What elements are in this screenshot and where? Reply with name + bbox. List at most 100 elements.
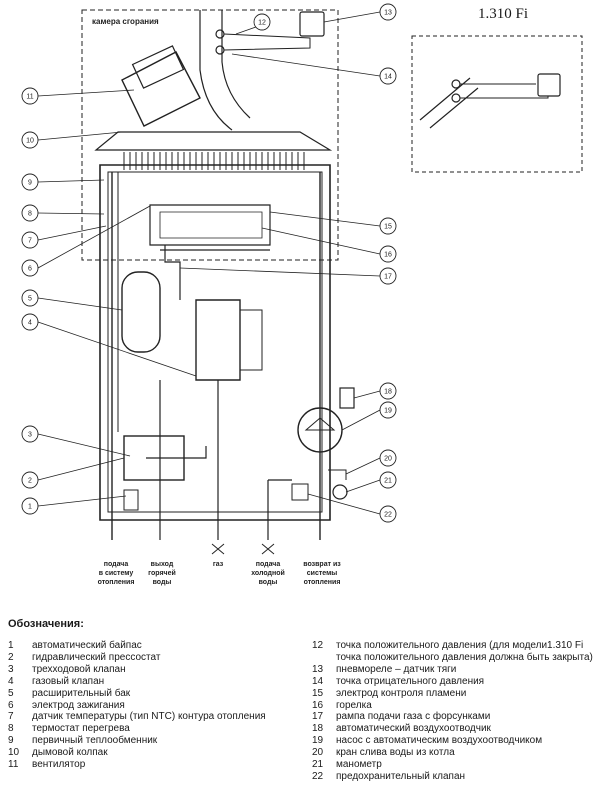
svg-text:холодной: холодной (251, 569, 285, 577)
callout-label: 16 (384, 252, 392, 259)
callout-20 (379, 449, 397, 467)
svg-text:подача: подача (104, 561, 129, 568)
air-pressure-switch (299, 11, 325, 37)
callout-11 (21, 87, 39, 105)
callout-21 (379, 471, 397, 489)
callout-label: 12 (258, 20, 266, 27)
callout-15 (379, 217, 397, 235)
svg-text:отопления: отопления (304, 579, 341, 586)
callout-16 (379, 245, 397, 263)
callout-18 (379, 382, 397, 400)
svg-text:воды: воды (259, 579, 278, 586)
callout-17 (379, 267, 397, 285)
callout-6 (21, 259, 39, 277)
callout-label: 10 (26, 138, 34, 145)
svg-text:газ: газ (213, 561, 224, 568)
drain-cock (328, 469, 347, 480)
callout-label: 9 (28, 180, 32, 187)
inset-detail (411, 35, 583, 173)
gas-valve (195, 299, 241, 381)
combustion-chamber-outline (81, 9, 339, 261)
boiler-schematic: 11 10 9 8 7 6 5 4 3 2 1 12 13 14 15 16 1… (21, 3, 583, 586)
callout-9 (21, 173, 39, 191)
callout-12 (253, 13, 271, 31)
expansion-tank (121, 271, 161, 353)
label-heating-return: возврат из системы отопления (303, 561, 341, 586)
callout-label: 22 (384, 512, 392, 519)
svg-text:в систему: в систему (99, 570, 134, 577)
model-label: 1.310 Fi (478, 6, 529, 22)
callout-1 (21, 497, 39, 515)
burner (149, 204, 271, 246)
callout-label: 3 (28, 432, 32, 439)
callout-label: 13 (384, 10, 392, 17)
legend-title: Обозначения: (8, 618, 84, 630)
label-hot-water-out: выход горячей воды (148, 561, 176, 586)
positive-pressure-point (215, 29, 225, 39)
legend-item: точка положительного давления должна быт… (336, 651, 593, 663)
svg-text:выход: выход (151, 561, 174, 568)
callout-label: 1 (28, 504, 32, 511)
callout-label: 2 (28, 478, 32, 485)
callout-8 (21, 204, 39, 222)
svg-text:системы: системы (307, 570, 337, 577)
callout-19 (379, 401, 397, 419)
callout-label: 5 (28, 296, 32, 303)
fan-unit (121, 45, 201, 127)
callout-14 (379, 67, 397, 85)
automatic-bypass (123, 489, 139, 511)
label-cold-water-in: подача холодной воды (251, 561, 285, 586)
callout-label: 14 (384, 74, 392, 81)
safety-valve (291, 483, 309, 501)
label-heating-supply: подача в систему отопления (98, 561, 135, 586)
callout-label: 4 (28, 320, 32, 327)
callout-3 (21, 425, 39, 443)
callout-label: 7 (28, 238, 32, 245)
svg-text:воды: воды (153, 579, 172, 586)
cold-water-pipe (267, 479, 292, 540)
automatic-air-vent (339, 387, 355, 409)
callout-label: 17 (384, 274, 392, 281)
callout-7 (21, 231, 39, 249)
callout-label: 18 (384, 389, 392, 396)
gas-ramp (160, 245, 270, 300)
callout-2 (21, 471, 39, 489)
manometer (332, 484, 348, 500)
boiler-casing (99, 164, 331, 521)
callout-label: 15 (384, 224, 392, 231)
primary-heat-exchanger (123, 152, 305, 170)
callout-label: 8 (28, 211, 32, 218)
svg-text:отопления: отопления (98, 579, 135, 586)
svg-text:горячей: горячей (148, 569, 176, 577)
callout-13 (379, 3, 397, 21)
callout-4 (21, 313, 39, 331)
combustion-chamber-label: камера сгорания (92, 17, 159, 26)
negative-pressure-point (215, 45, 225, 55)
callout-10 (21, 131, 39, 149)
label-gas: газ (213, 561, 224, 568)
svg-text:возврат из: возврат из (303, 561, 341, 568)
